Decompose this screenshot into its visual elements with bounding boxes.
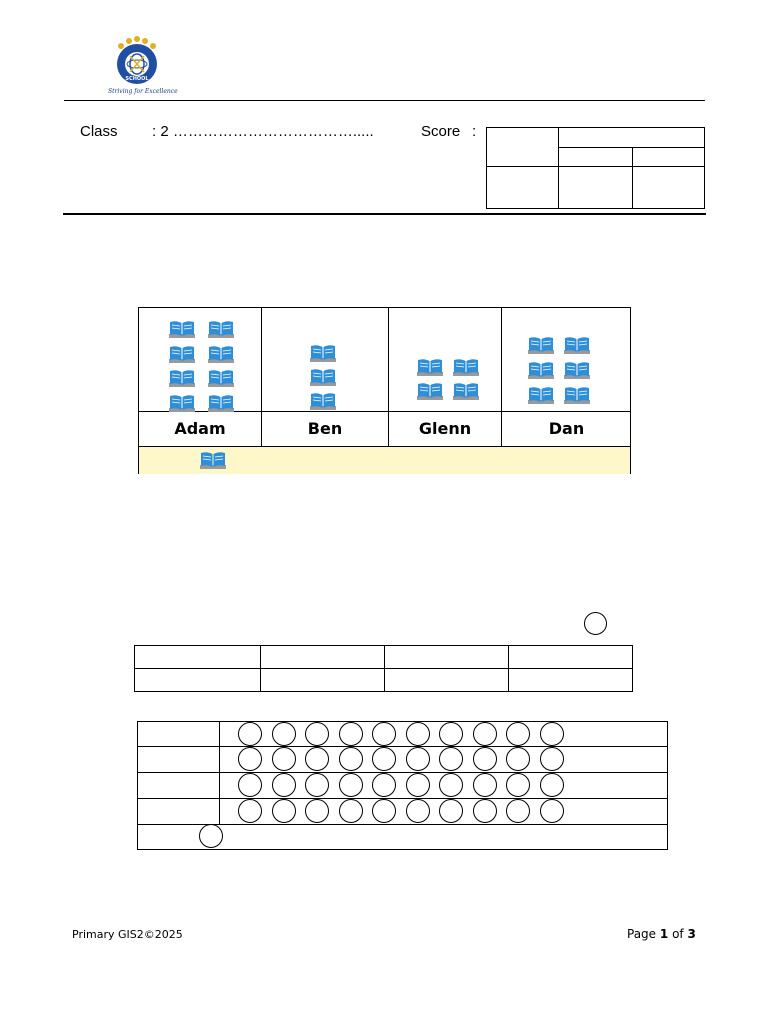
svg-text:SCHOOL: SCHOOL bbox=[125, 76, 149, 82]
answer-circle bbox=[539, 722, 564, 746]
book-icon bbox=[453, 358, 479, 376]
book-icon bbox=[208, 345, 234, 363]
book-icon bbox=[528, 361, 554, 379]
class-label: Class bbox=[80, 123, 118, 140]
school-tagline: Striving for Excellence bbox=[108, 88, 178, 95]
footer-copyright: Primary GIS2©2025 bbox=[72, 928, 183, 941]
circle-pictograph-table bbox=[137, 721, 668, 850]
answer-circle bbox=[238, 747, 262, 771]
answer-circle bbox=[305, 799, 329, 823]
book-icon bbox=[528, 386, 554, 404]
book-icon bbox=[169, 320, 195, 338]
answer-circle bbox=[271, 799, 296, 823]
answer-circle bbox=[305, 747, 329, 771]
answer-circle bbox=[338, 747, 363, 771]
answer-circle bbox=[472, 799, 497, 823]
of-word: of bbox=[672, 927, 684, 941]
answer-circle bbox=[539, 799, 564, 823]
answer-circle bbox=[338, 799, 363, 823]
book-icon bbox=[208, 320, 234, 338]
key-circle bbox=[199, 824, 223, 848]
book-icon bbox=[564, 386, 590, 404]
answer-circle bbox=[539, 773, 564, 797]
book-icon bbox=[417, 382, 443, 400]
single-circle bbox=[584, 612, 607, 635]
page-current: 1 bbox=[659, 927, 669, 941]
score-colon: : bbox=[472, 123, 477, 140]
answer-circle bbox=[506, 722, 530, 746]
answer-circle bbox=[372, 773, 396, 797]
answer-circle bbox=[472, 773, 497, 797]
answer-circle bbox=[238, 722, 262, 746]
answer-circle bbox=[271, 722, 296, 746]
answer-circle bbox=[338, 722, 363, 746]
answer-circle bbox=[405, 799, 430, 823]
answer-circle bbox=[472, 722, 497, 746]
answer-circle bbox=[305, 722, 329, 746]
answer-circle bbox=[338, 773, 363, 797]
score-label: Score bbox=[421, 123, 461, 140]
book-icon bbox=[310, 344, 336, 362]
score-box bbox=[486, 127, 705, 209]
key-book-icon bbox=[200, 451, 226, 469]
book-icon bbox=[310, 368, 336, 386]
answer-circle bbox=[405, 773, 430, 797]
answer-circle bbox=[305, 773, 329, 797]
answer-circle bbox=[405, 747, 430, 771]
answer-circle bbox=[506, 773, 530, 797]
book-icon bbox=[169, 394, 195, 412]
answer-circle bbox=[271, 773, 296, 797]
footer-page-number: Page 1 of 3 bbox=[627, 927, 696, 941]
school-logo-icon: SCHOOL bbox=[117, 36, 157, 84]
header-bottom-rule bbox=[63, 213, 706, 215]
page-word: Page bbox=[627, 927, 657, 941]
answer-circle bbox=[238, 799, 262, 823]
book-icon bbox=[417, 358, 443, 376]
book-icon bbox=[208, 369, 234, 387]
name-dan: Dan bbox=[548, 419, 585, 438]
name-adam: Adam bbox=[174, 419, 226, 438]
name-ben: Ben bbox=[307, 419, 343, 438]
answer-circle bbox=[472, 747, 497, 771]
answer-circle bbox=[439, 747, 463, 771]
answer-circle bbox=[372, 722, 396, 746]
book-icon bbox=[208, 394, 234, 412]
blank-answer-table bbox=[134, 645, 633, 692]
class-value: : 2 ………………………………..... bbox=[152, 123, 374, 140]
book-icon bbox=[169, 369, 195, 387]
answer-circle bbox=[372, 799, 396, 823]
book-icon bbox=[310, 392, 336, 410]
pictograph-table: Adam Ben Glenn Dan bbox=[138, 307, 631, 474]
answer-circle bbox=[539, 747, 564, 771]
answer-circle bbox=[271, 747, 296, 771]
answer-circle bbox=[439, 799, 463, 823]
answer-circle bbox=[405, 722, 430, 746]
book-icon bbox=[169, 345, 195, 363]
book-icon bbox=[453, 382, 479, 400]
answer-circle bbox=[506, 799, 530, 823]
answer-circle bbox=[439, 722, 463, 746]
answer-circle bbox=[372, 747, 396, 771]
book-icon bbox=[564, 336, 590, 354]
header-top-rule bbox=[64, 100, 705, 101]
book-icon bbox=[528, 336, 554, 354]
answer-circle bbox=[439, 773, 463, 797]
book-icon bbox=[564, 361, 590, 379]
answer-circle bbox=[238, 773, 262, 797]
name-glenn: Glenn bbox=[418, 419, 472, 438]
answer-circle bbox=[506, 747, 530, 771]
page-total: 3 bbox=[687, 927, 696, 941]
